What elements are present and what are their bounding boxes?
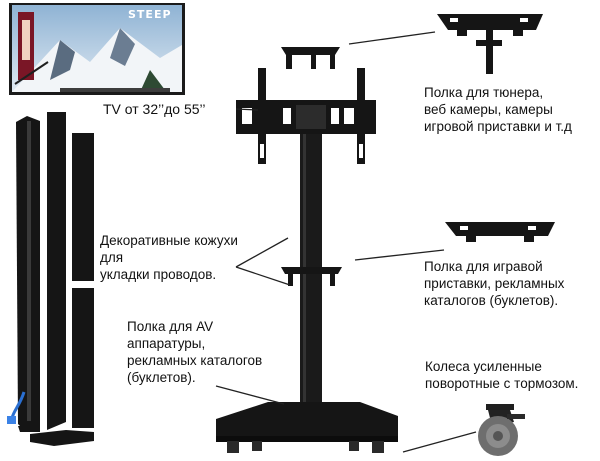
- leader-lines: [215, 31, 477, 453]
- leader-covers-upper: [235, 237, 289, 268]
- label-wheels: Колеса усиленные поворотные с тормозом.: [425, 359, 579, 391]
- cable-plug-icon: [7, 391, 26, 424]
- leader-middle-shelf: [354, 249, 445, 261]
- tv-brand-logo: STEEP: [128, 8, 172, 21]
- leader-top-shelf: [348, 31, 436, 45]
- stand-base: [216, 402, 398, 442]
- tv-mount-bracket: [236, 68, 376, 164]
- label-cable-covers: Декоративные кожухи для укладки проводов…: [100, 233, 238, 282]
- caster-wheel-icon: [478, 404, 525, 456]
- label-tv-size: TV от 32’’до 55’’: [101, 101, 208, 118]
- label-top-shelf: Полка для тюнера, веб камеры, камеры игр…: [424, 85, 572, 134]
- cable-cover-middle: [47, 112, 66, 430]
- cable-cover-right-top: [72, 133, 94, 281]
- top-shelf-detail: [437, 14, 543, 74]
- leader-tv-size: [235, 108, 259, 111]
- label-av-shelf: Полка для AV аппаратуры, рекламных катал…: [127, 319, 263, 385]
- leader-covers-lower: [235, 266, 291, 286]
- stand-top-shelf: [281, 47, 340, 69]
- label-middle-shelf: Полка для игравой приставки, рекламных к…: [424, 259, 565, 308]
- stand-wheels: [227, 441, 384, 453]
- stand-middle-shelf: [281, 267, 342, 286]
- leader-wheels: [402, 431, 477, 453]
- tv-screen: [9, 3, 185, 95]
- leader-av-shelf: [215, 385, 285, 405]
- cable-covers: [16, 112, 94, 446]
- middle-shelf-detail: [445, 222, 555, 242]
- cable-cover-right-bottom: [72, 288, 94, 428]
